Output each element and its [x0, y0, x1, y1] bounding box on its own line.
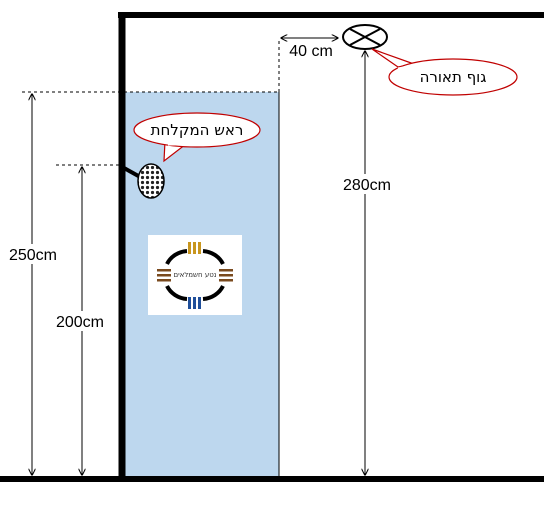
light-fixture-callout-text: גוף תאורה	[420, 68, 487, 86]
light-fixture-icon	[342, 24, 388, 50]
light-fixture-height-label: 280cm	[343, 177, 391, 194]
shower-head-callout-text: ראש המקלחת	[151, 121, 244, 139]
shower-head-height-label: 200cm	[56, 314, 104, 331]
shower-head-callout: ראש המקלחת	[133, 112, 261, 163]
shower-head-icon	[123, 163, 165, 199]
logo-text: נטע חשמלאים	[173, 271, 216, 279]
logo: נטע חשמלאים	[148, 235, 242, 315]
light-offset-label: 40 cm	[289, 43, 333, 60]
shower-area-height-label: 250cm	[9, 247, 57, 264]
light-fixture-callout: גוף תאורה	[371, 48, 518, 96]
